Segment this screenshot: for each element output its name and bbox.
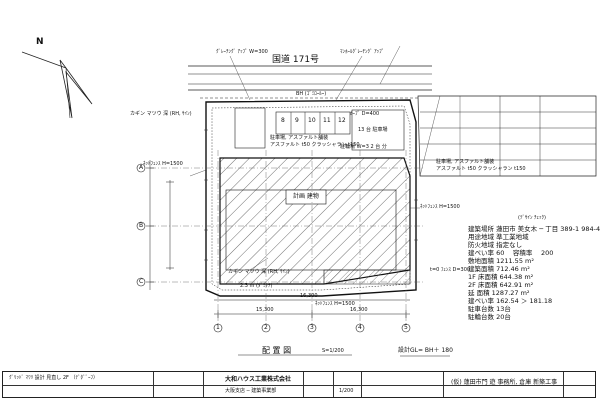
- parking-number: 10: [308, 117, 316, 124]
- parking-number: 9: [295, 117, 299, 124]
- note-fence-right: ﾈｯﾄﾌｪﾝｽ H=1500: [420, 204, 460, 210]
- info-label: 防火地域: [468, 241, 494, 249]
- dim-text: 15,300: [256, 307, 274, 313]
- note-asphalt-right: アスファルト t50 クラッシャラン t150: [436, 166, 526, 172]
- note-fence-d300: t=0 ﾌｪﾝｽ D=300: [430, 267, 471, 273]
- dim-text: 16,300: [300, 293, 318, 299]
- info-label: 建ぺい率: [468, 249, 494, 257]
- leader-lines: [189, 45, 420, 271]
- building-label: 計画 建物: [293, 193, 319, 200]
- building-footprint: [219, 157, 411, 285]
- info-value: 1211.55 m²: [496, 257, 534, 265]
- north-arrow-icon: [21, 51, 93, 119]
- note-bh: BH (ｺﾞﾐﾛｰﾙｰ): [296, 91, 327, 97]
- info-header-note: (ﾃﾞｻｲﾝ ﾁｪｯｸ): [518, 215, 546, 221]
- info-label: 延 面積: [468, 289, 490, 297]
- info-value: 162.54 ＞ 181.18: [496, 297, 553, 305]
- gl-note: 設計GL= BH＋ 180: [398, 347, 453, 354]
- revision-note: ｸﾞﾘｯﾄﾞ ﾏﾜﾘ 設計 見直し 2F （ﾃﾞﾀﾞﾞｰﾌ）: [9, 375, 140, 381]
- grid-number: 5: [404, 324, 408, 331]
- note-grating: ｸﾞﾚｰﾁﾝｸﾞ ｱｯﾌﾟ W=300: [216, 49, 268, 55]
- info-label: 建ぺい率: [468, 297, 494, 305]
- north-label: N: [36, 37, 44, 47]
- note-fence-bottom: ﾈｯﾄﾌｪﾝｽ H=1500: [315, 301, 355, 307]
- note-bicycle: 駐輪場 W=3 2 台 分: [340, 144, 387, 150]
- info-value: 712.46 m²: [496, 265, 530, 273]
- title-scale: 1/200: [339, 388, 354, 394]
- grid-letter: B: [139, 222, 144, 229]
- note-asphalt-top: アスファルト t50 クラッシャラン t150: [270, 142, 360, 148]
- note-kagin-top: カギン マツウ 深 (RH, ｻｲﾝ): [130, 111, 192, 117]
- info-value: 60 容積率 200: [496, 249, 554, 257]
- info-label: 1F 床面積: [468, 273, 498, 281]
- dim-text: 16,300: [350, 307, 368, 313]
- site-plan-drawing: [21, 45, 597, 357]
- branch-name: 大阪支店 ─ 建築事業部: [225, 388, 277, 394]
- grid-markers: [136, 163, 411, 333]
- company-name: 大和ハウス工業株式会社: [225, 376, 292, 383]
- grid-number: 3: [310, 324, 314, 331]
- left-dimensions: [146, 160, 174, 290]
- info-value: 1287.27 m²: [491, 289, 530, 297]
- grid-lines: [150, 150, 424, 332]
- info-value: 13台: [496, 305, 511, 313]
- note-parking-top: 駐車場, アスファルト舗装: [270, 135, 329, 141]
- info-value: 指定なし: [496, 241, 523, 249]
- note-dim-23: 2.3 m (ﾀﾞﾐﾔﾁ): [240, 283, 273, 289]
- info-value: 準工業地域: [496, 233, 529, 241]
- drawing-title: 配 置 図: [262, 346, 292, 355]
- note-parking-right: 駐車場, アスファルト舗装: [436, 159, 495, 165]
- building-info-table: (ﾃﾞｻｲﾝ ﾁｪｯｸ) 建築場所 蓮田市 美女木 ─ 丁目 389-1 984…: [468, 216, 600, 332]
- note-fence-left: ﾈｯﾄﾌｪﾝｽ H=1500: [143, 161, 183, 167]
- adjacent-parking: [417, 95, 597, 177]
- info-label: 駐輪台数: [468, 313, 494, 321]
- note-13-parking: 13 台 駐車場: [358, 127, 388, 133]
- info-value: 20台: [496, 313, 511, 321]
- road-lines: [188, 65, 432, 99]
- note-manhole: ﾏﾝﾎｰﾙｸﾞﾚｰﾁﾝｸﾞ ｱｯﾌﾟ: [340, 49, 385, 55]
- road-label: 国道 171号: [272, 55, 320, 65]
- grid-letter: A: [139, 164, 144, 171]
- project-name: (仮) 蓮田市門 遊 事務所, 倉庫 新築工事: [451, 379, 558, 386]
- grid-number: 1: [216, 324, 220, 331]
- drawing-scale: S=1/200: [322, 348, 344, 354]
- fence-markers: [204, 129, 418, 261]
- info-value: 642.91 m²: [499, 281, 534, 289]
- info-label: 用途地域: [468, 233, 494, 241]
- grid-letter: C: [139, 278, 144, 285]
- note-kagin-bottom: カギン マツウ 深 (RH, ｻｲﾝ): [228, 269, 290, 275]
- grid-number: 2: [264, 324, 268, 331]
- grid-number: 4: [358, 324, 362, 331]
- info-value: 蓮田市 美女木 ─ 丁目 389-1 984-4: [496, 225, 600, 233]
- bottom-dimensions: [214, 299, 410, 318]
- info-label: 駐車台数: [468, 305, 494, 313]
- parking-number: 12: [338, 117, 346, 124]
- parking-area-top: [234, 107, 405, 151]
- info-label: 建築場所: [468, 225, 494, 233]
- site-boundary: [205, 99, 417, 297]
- info-label: 敷地面積: [468, 257, 494, 265]
- title-block: ｸﾞﾘｯﾄﾞ ﾏﾜﾘ 設計 見直し 2F （ﾃﾞﾀﾞﾞｰﾌ） 大和ハウス工業株式…: [2, 371, 596, 398]
- info-label: 2F 床面積: [468, 281, 498, 289]
- info-label: 建築面積: [468, 265, 494, 273]
- note-curb: ｶｰﾌﾟ D=400: [350, 111, 380, 117]
- parking-number: 8: [281, 117, 285, 124]
- info-value: 644.38 m²: [499, 273, 534, 281]
- parking-number: 11: [323, 117, 331, 124]
